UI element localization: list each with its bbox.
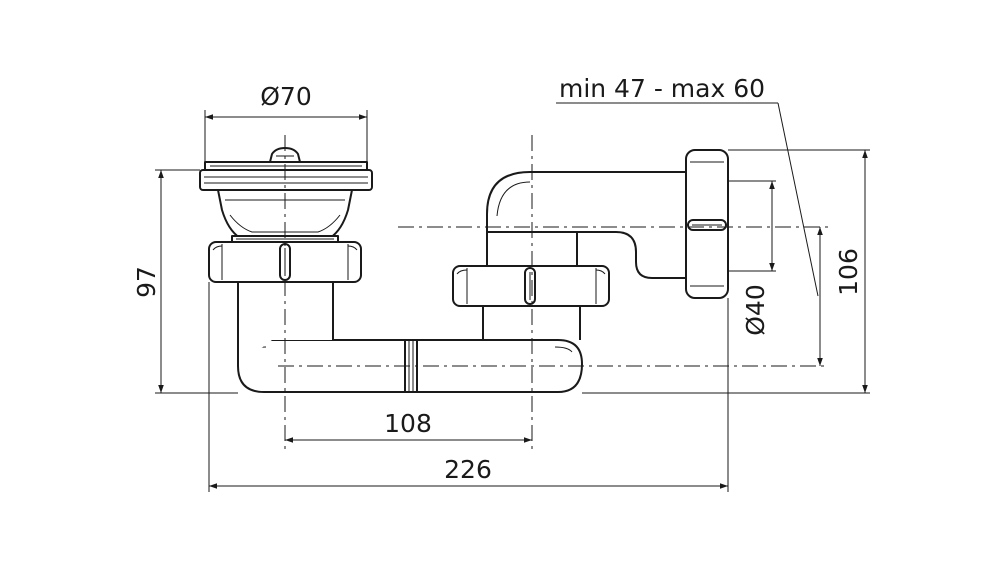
dimension-drain-diameter: Ø70 (204, 82, 368, 162)
center-distance-label: 108 (384, 409, 432, 438)
center-lines (278, 135, 828, 450)
dimension-overall-height: 106 (582, 149, 870, 394)
drain-flange (199, 161, 373, 191)
dimension-outlet-range: min 47 - max 60 (556, 74, 819, 297)
drain-diameter-label: Ø70 (260, 82, 312, 111)
dimension-overall-width: 226 (208, 282, 729, 492)
dimension-center-distance: 108 (285, 409, 532, 443)
outlet-nut (685, 149, 729, 299)
dimension-pipe-diameter: Ø40 (728, 180, 776, 336)
right-union-nut (452, 265, 610, 307)
outlet-range-label: min 47 - max 60 (559, 74, 765, 103)
height-label: 97 (132, 266, 161, 298)
overflow-elbow (486, 171, 691, 279)
dimension-height: 97 (132, 169, 238, 394)
pipe-diameter-label: Ø40 (741, 284, 770, 336)
overall-width-label: 226 (444, 455, 492, 484)
overall-height-label: 106 (834, 248, 863, 296)
